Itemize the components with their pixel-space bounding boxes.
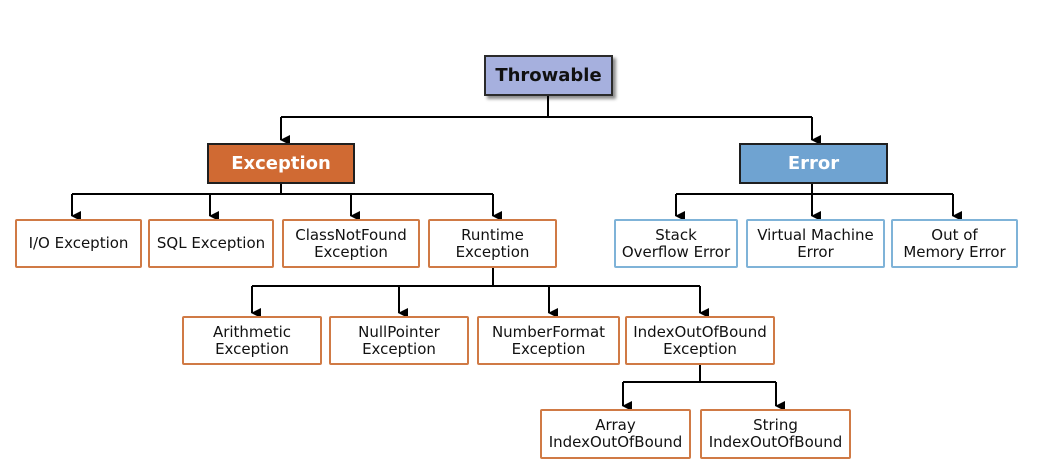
out-of-memory-error-node: Out of Memory Error	[891, 219, 1018, 268]
arithmetic-exception-node: Arithmetic Exception	[182, 316, 322, 365]
null-pointer-exception-node: NullPointer Exception	[329, 316, 469, 365]
connector-runtime-children	[251, 267, 709, 318]
error-node: Error	[739, 143, 888, 184]
array-index-out-of-bound-node: Array IndexOutOfBound	[540, 409, 691, 459]
connector-error-children	[675, 184, 962, 221]
connector-throwable-children	[280, 96, 821, 145]
runtime-exception-node: Runtime Exception	[428, 219, 557, 268]
sql-exception-node: SQL Exception	[148, 219, 274, 268]
virtual-machine-error-node: Virtual Machine Error	[746, 219, 885, 268]
throwable-node: Throwable	[484, 55, 613, 96]
connector-index-children	[622, 365, 785, 411]
index-out-of-bound-exception-node: IndexOutOfBound Exception	[625, 316, 775, 365]
exception-node: Exception	[207, 143, 355, 184]
stack-overflow-error-node: Stack Overflow Error	[614, 219, 738, 268]
io-exception-node: I/O Exception	[15, 219, 142, 268]
string-index-out-of-bound-node: String IndexOutOfBound	[700, 409, 851, 459]
class-not-found-exception-node: ClassNotFound Exception	[282, 219, 420, 268]
connector-exception-children	[71, 184, 502, 221]
number-format-exception-node: NumberFormat Exception	[477, 316, 620, 365]
